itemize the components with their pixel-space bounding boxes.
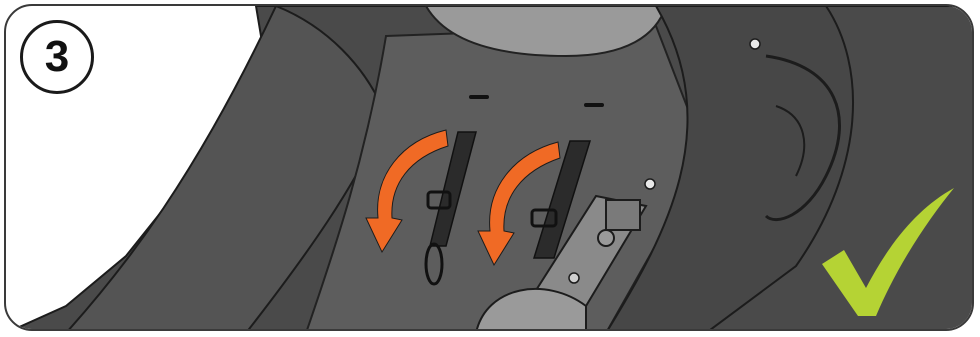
step-number-badge: 3 xyxy=(20,20,94,94)
step-number: 3 xyxy=(45,35,69,79)
checkmark-icon xyxy=(818,184,958,319)
frame-clip xyxy=(606,200,640,230)
instruction-panel: 3 xyxy=(4,4,974,331)
